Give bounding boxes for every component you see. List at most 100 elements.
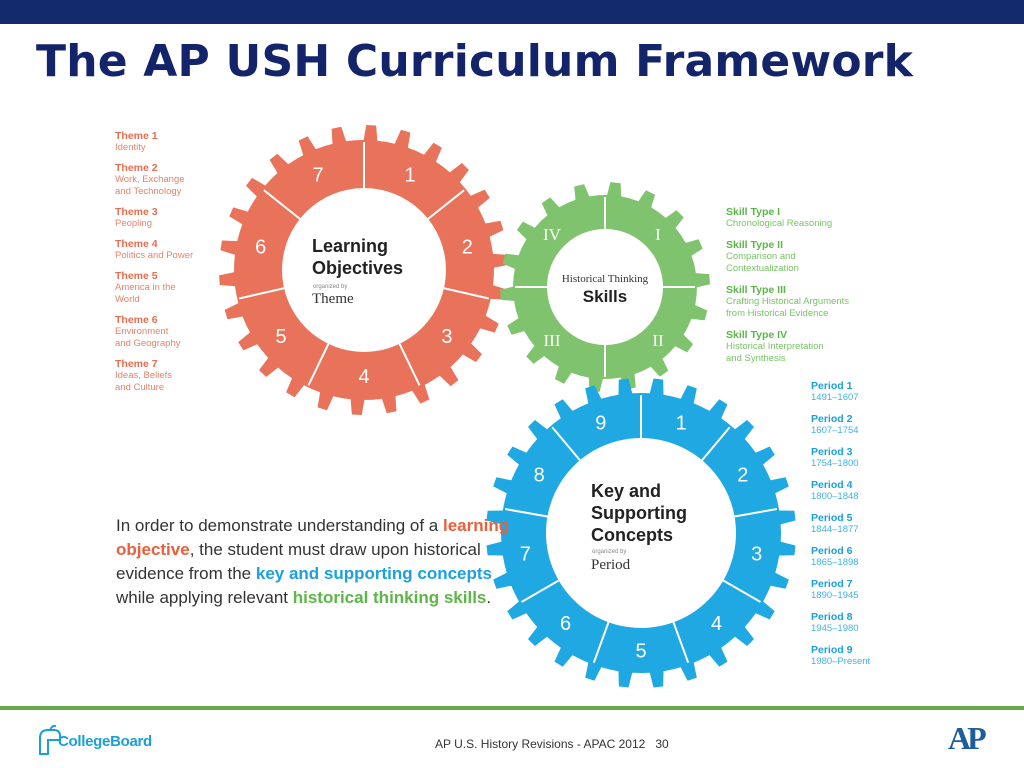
period-description: 1844–1877 bbox=[811, 524, 859, 535]
period-description: 1607–1754 bbox=[811, 425, 859, 436]
para-key-concepts: key and supporting concepts bbox=[255, 564, 493, 583]
slide-title: The AP USH Curriculum Framework bbox=[36, 36, 914, 87]
theme-description: Peopling bbox=[115, 218, 152, 229]
theme-heading: Theme 1 bbox=[115, 130, 158, 142]
learning-objectives-gear-divider bbox=[263, 189, 301, 220]
para-text-3: while applying relevant bbox=[116, 588, 293, 607]
learning-objectives-title: Learning bbox=[312, 236, 388, 256]
theme-description: Politics and Power bbox=[115, 250, 194, 261]
skill-description: Crafting Historical Arguments from Histo… bbox=[726, 296, 850, 319]
skills-title: Skills bbox=[583, 287, 627, 306]
period-heading: Period 1 bbox=[811, 380, 853, 392]
explanation-paragraph: In order to demonstrate understanding of… bbox=[116, 514, 516, 610]
theme-heading: Theme 4 bbox=[115, 238, 158, 250]
period-heading: Period 4 bbox=[811, 479, 853, 491]
skill-heading: Skill Type III bbox=[726, 284, 786, 296]
para-text-2: , the student must draw upon historical … bbox=[116, 540, 481, 583]
theme-description: Environment and Geography bbox=[115, 326, 181, 349]
learning-objectives-gear-segment-label: 7 bbox=[312, 165, 323, 187]
key-concepts-gear-divider bbox=[734, 508, 778, 518]
theme-description: America in the World bbox=[115, 282, 176, 305]
top-bar bbox=[0, 0, 1024, 24]
theme-description: Ideas, Beliefs and Culture bbox=[115, 370, 173, 393]
gear-diagram: 1234567IIIIIIIV123456789LearningObjectiv… bbox=[219, 125, 796, 688]
key-concepts-gear-segment-label: 6 bbox=[560, 613, 571, 635]
collegeboard-wordmark: CollegeBoard bbox=[58, 733, 152, 750]
learning-objectives-gear-segment-label: 5 bbox=[276, 326, 287, 348]
key-concepts-gear-divider bbox=[551, 426, 581, 461]
learning-objectives-gear-segment-label: 2 bbox=[462, 236, 473, 258]
period-heading: Period 8 bbox=[811, 611, 853, 623]
key-concepts-title: Supporting bbox=[591, 503, 687, 523]
para-thinking-skills: historical thinking skills bbox=[292, 588, 487, 607]
acorn-icon bbox=[39, 724, 61, 755]
period-heading: Period 5 bbox=[811, 512, 853, 524]
learning-objectives-title: Objectives bbox=[312, 258, 403, 278]
skill-heading: Skill Type IV bbox=[726, 329, 788, 341]
skills-pre-title: Historical Thinking bbox=[562, 273, 649, 285]
key-concepts-gear-segment-label: 7 bbox=[520, 543, 531, 565]
period-heading: Period 2 bbox=[811, 413, 853, 425]
theme-heading: Theme 7 bbox=[115, 358, 158, 370]
historical-skills-gear-segment-label: II bbox=[652, 331, 664, 350]
skill-description: Historical Interpretation and Synthesis bbox=[726, 341, 824, 364]
historical-skills-gear-segment-label: IV bbox=[543, 225, 562, 244]
key-concepts-gear-divider bbox=[520, 579, 560, 603]
concepts-organized-by: organized by bbox=[592, 549, 626, 555]
theme-heading: Theme 2 bbox=[115, 162, 158, 174]
learning-objectives-gear-hub bbox=[282, 188, 446, 352]
ap-logo: AP bbox=[948, 720, 987, 756]
learning-objectives-gear-segment-label: 1 bbox=[404, 165, 415, 187]
period-description: 1491–1607 bbox=[811, 392, 859, 403]
key-concepts-gear-segment-label: 8 bbox=[534, 464, 545, 486]
learning-organized-theme: Theme bbox=[312, 291, 354, 307]
key-concepts-gear-segment-label: 1 bbox=[676, 413, 687, 435]
period-description: 1800–1848 bbox=[811, 491, 859, 502]
historical-skills-gear-hub bbox=[547, 229, 663, 345]
period-heading: Period 9 bbox=[811, 644, 853, 656]
learning-objectives-gear-divider bbox=[427, 189, 465, 220]
skill-heading: Skill Type II bbox=[726, 239, 783, 251]
concepts-organized-period: Period bbox=[591, 557, 631, 573]
key-concepts-gear-segment-label: 4 bbox=[711, 613, 722, 635]
theme-heading: Theme 5 bbox=[115, 270, 158, 282]
period-heading: Period 7 bbox=[811, 578, 853, 590]
collegeboard-logo: CollegeBoard bbox=[36, 724, 176, 760]
key-concepts-gear-divider bbox=[672, 621, 690, 664]
key-concepts-gear-segment-label: 3 bbox=[751, 543, 762, 565]
para-learning-objective: learning objective bbox=[116, 516, 510, 559]
key-concepts-gear-segment-label: 2 bbox=[737, 464, 748, 486]
key-concepts-title: Concepts bbox=[591, 525, 673, 545]
key-concepts-gear-hub bbox=[546, 438, 736, 628]
key-concepts-gear-segment-label: 5 bbox=[635, 641, 646, 663]
learning-objectives-gear-segment-label: 4 bbox=[358, 366, 369, 388]
period-description: 1754–1800 bbox=[811, 458, 859, 469]
skill-description: Comparison and Contextualization bbox=[726, 251, 799, 274]
theme-heading: Theme 6 bbox=[115, 314, 158, 326]
historical-skills-gear-segment-label: III bbox=[544, 331, 561, 350]
skill-heading: Skill Type I bbox=[726, 206, 781, 218]
key-concepts-gear-divider bbox=[592, 621, 610, 664]
theme-description: Work, Exchange and Technology bbox=[115, 174, 185, 197]
learning-objectives-gear-segment-label: 3 bbox=[441, 326, 452, 348]
key-concepts-gear-divider bbox=[701, 426, 731, 461]
learning-objectives-gear-divider bbox=[443, 287, 490, 300]
